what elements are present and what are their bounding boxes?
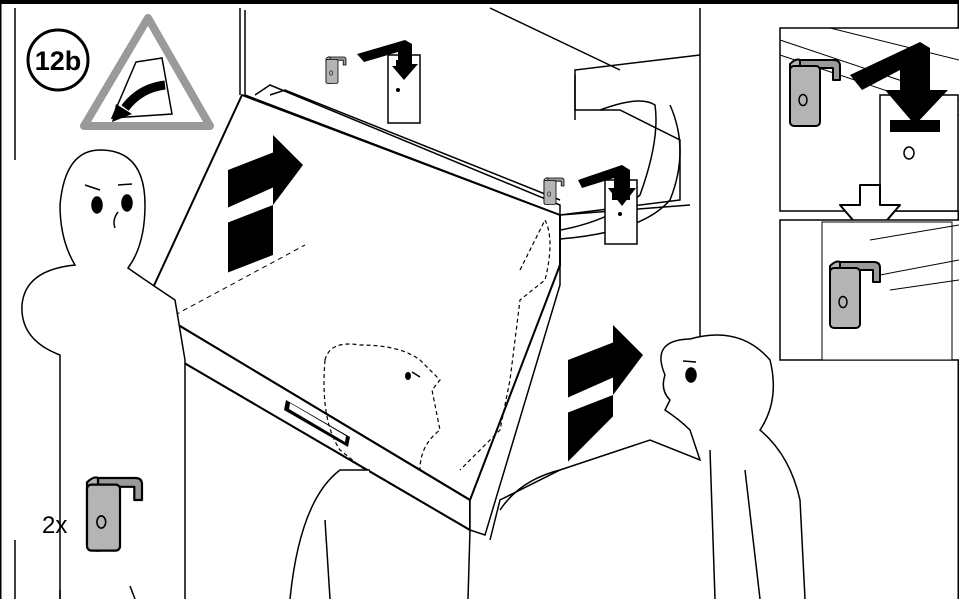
detail-inset-bottom — [779, 219, 959, 361]
person-left — [21, 149, 186, 599]
range-hood — [144, 94, 561, 536]
step-number: 12b — [26, 28, 90, 92]
detail-inset-top — [779, 27, 959, 212]
parts-callout: 2x — [42, 476, 144, 599]
person-center — [289, 218, 551, 599]
person-right — [489, 334, 806, 599]
ceiling-bracket-right — [543, 165, 638, 245]
background-wall — [14, 7, 701, 599]
two-person-lift-warning-icon — [80, 14, 214, 130]
svg-text:12b: 12b — [35, 46, 82, 76]
ceiling-bracket-left — [325, 40, 421, 124]
quantity-label: 2x — [42, 512, 67, 539]
